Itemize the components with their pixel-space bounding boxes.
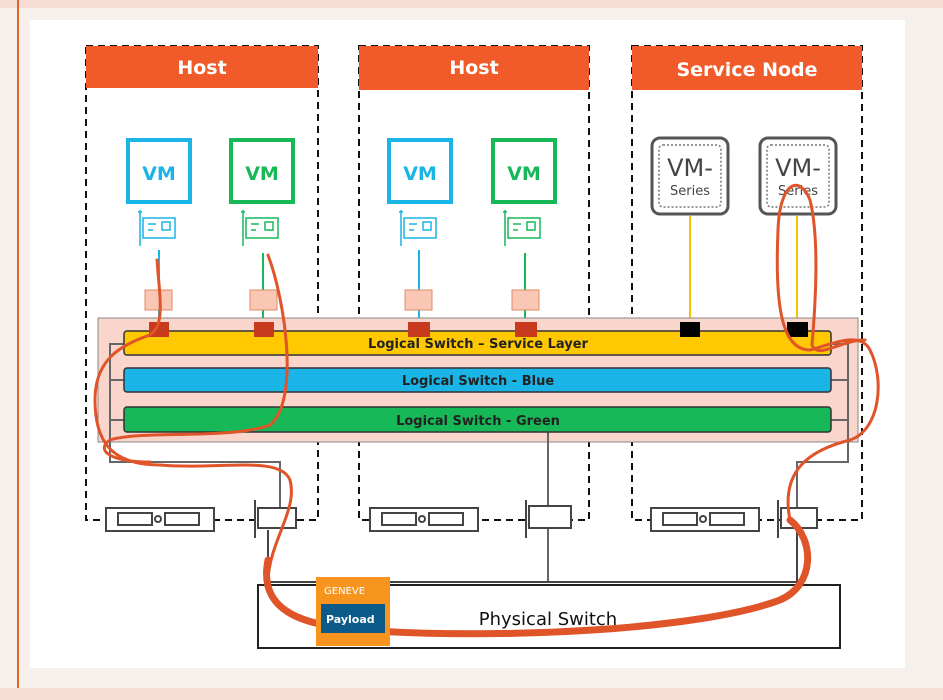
geneve-label: GENEVE [324,586,365,597]
switch-service-label: Logical Switch – Service Layer [368,337,589,352]
top-band [0,0,943,8]
vm-label: VM [403,163,437,185]
switch-blue-label: Logical Switch - Blue [402,374,555,389]
vm-label: VM [507,163,541,185]
physical-links [267,530,798,583]
physical-nic-icon [525,500,572,538]
nic-icon [503,210,541,246]
payload-label: Payload [326,613,375,626]
left-border [17,0,19,700]
host-1-title: Host [177,57,226,79]
vm-green-1: VM [229,138,295,204]
server-icon [650,507,760,532]
switch-service-layer: Logical Switch – Service Layer [123,330,832,356]
switch-green-label: Logical Switch - Green [396,414,560,429]
vm-series-label-1: VM- [667,154,713,182]
firewall-icon [249,289,278,311]
host-2: Host [358,45,590,521]
vm-series-2: VM- Series [758,136,838,216]
vm-series-label-1: VM- [775,154,821,182]
geneve-packet: GENEVE Payload [316,577,390,646]
switch-green: Logical Switch - Green [123,406,832,433]
nic-icon [399,210,437,246]
firewall-icon [404,289,433,311]
vm-series-label-2: Series [670,184,710,199]
host-1-uplink [109,343,281,510]
traffic-path [93,183,880,638]
physical-switch-label: Physical Switch [479,609,617,630]
host-2-title: Host [449,57,498,79]
vm-label: VM [142,163,176,185]
switch-blue: Logical Switch - Blue [123,367,832,393]
nic-icon [241,210,279,246]
vm-blue-2: VM [387,138,453,204]
nic-icon [138,210,176,246]
vm-series-1: VM- Series [650,136,730,216]
firewall-icons [144,289,540,311]
host-1: Host [85,45,319,521]
server-icon [105,507,215,532]
vm-green-2: VM [491,138,557,204]
vm-label: VM [245,163,279,185]
firewall-icon [511,289,540,311]
server-icon [369,507,479,532]
service-node: Service Node [631,45,863,521]
service-node-title: Service Node [676,59,817,81]
vm-blue-1: VM [126,138,192,204]
bottom-band [0,688,943,700]
